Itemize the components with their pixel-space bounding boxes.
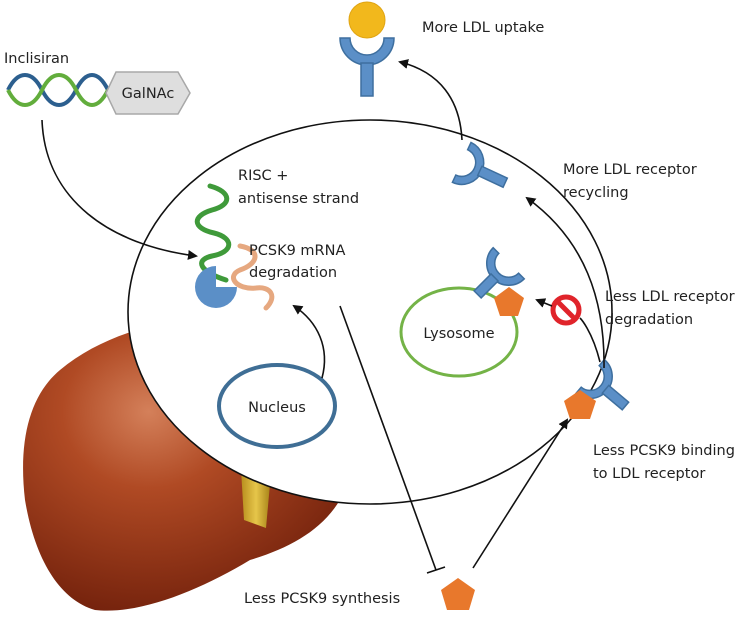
surface-ldl-receptor-icon	[339, 37, 395, 97]
ldl-particle-icon	[348, 1, 386, 39]
less-binding-label-line2: to LDL receptor	[593, 466, 705, 482]
risc-complex-icon	[195, 266, 237, 308]
risc-label-line2: antisense strand	[238, 191, 359, 207]
galnac-label: GalNAc	[122, 86, 175, 102]
less-degradation-arrow	[535, 298, 553, 308]
antisense-strand-icon	[194, 183, 232, 283]
pcsk9-mrna-label: PCSK9 mRNA	[249, 243, 345, 259]
nucleus	[217, 363, 337, 449]
recycling-label-line2: recycling	[563, 185, 629, 201]
lysosome-ldl-receptor-icon	[473, 246, 526, 299]
less-degradation-label: Less LDL receptor	[605, 289, 735, 305]
less-binding-label: Less PCSK9 binding	[593, 443, 735, 459]
lysosome	[399, 286, 519, 378]
recycling-label: More LDL receptor	[563, 162, 697, 178]
risc-label: RISC +	[238, 168, 288, 184]
synthesized-pcsk9-pentagon	[441, 578, 475, 610]
reduced-degradation-path	[579, 317, 601, 363]
recycled-ldl-receptor-icon	[451, 141, 509, 189]
inclisiran-sirna-icon	[6, 73, 110, 107]
less-synthesis-label: Less PCSK9 synthesis	[244, 591, 400, 607]
prohibition-icon	[550, 294, 582, 326]
more-ldl-uptake-label: More LDL uptake	[422, 20, 544, 36]
recycling-arrow	[525, 196, 605, 369]
lysosome-label: Lysosome	[423, 326, 494, 342]
membrane-pcsk9-pentagon	[564, 390, 596, 419]
pcsk9-mrna-label-line2: degradation	[249, 265, 337, 281]
synthesis-inhibition-line	[339, 305, 446, 574]
galnac-badge: GalNAc	[105, 71, 191, 115]
hepatocyte-cell	[127, 119, 613, 505]
inclisiran-label: Inclisiran	[4, 51, 69, 67]
nucleus-label: Nucleus	[248, 400, 306, 416]
less-degradation-label-line2: degradation	[605, 312, 693, 328]
pcsk9-mrna-icon	[231, 243, 275, 311]
nucleus-to-mrna-arrow	[292, 304, 326, 379]
inclisiran-uptake-arrow	[41, 119, 198, 260]
lysosome-pcsk9-pentagon	[494, 287, 524, 316]
pcsk9-to-receptor-arrow	[472, 418, 569, 569]
uptake-arrow	[398, 59, 463, 141]
